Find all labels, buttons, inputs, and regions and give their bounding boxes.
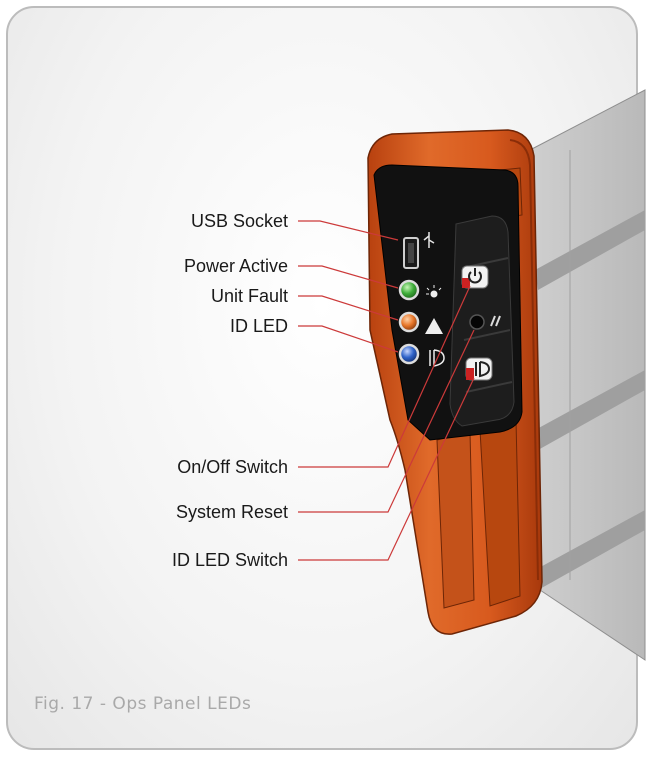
power-active-label: Power Active [184,256,288,276]
id-led [400,345,418,363]
power-active-led [400,281,418,299]
chassis [530,90,645,660]
system-reset-button[interactable] [470,315,484,329]
id-led-label: ID LED [230,316,288,336]
unit-fault-label: Unit Fault [211,286,288,306]
usb-socket[interactable] [404,238,418,268]
usb-socket-label: USB Socket [191,211,288,231]
id-led-switch-label: ID LED Switch [172,550,288,570]
unit-fault-led [400,313,418,331]
on-off-switch-label: On/Off Switch [177,457,288,477]
system-reset-label: System Reset [176,502,288,522]
figure-caption: Fig. 17 - Ops Panel LEDs [34,694,251,714]
